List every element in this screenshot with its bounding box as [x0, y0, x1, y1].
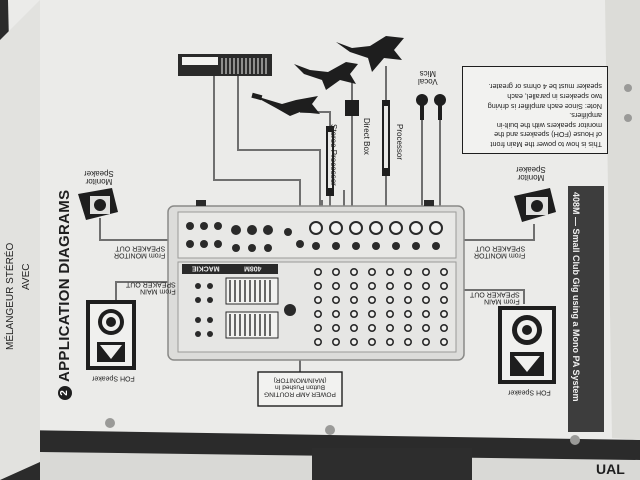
- guitar-graphics: [251, 36, 404, 116]
- label-line: Speaker: [84, 168, 114, 178]
- foh-speaker-left-label: FOH Speaker: [92, 374, 135, 382]
- from-monitor-left-label: From MONITOR SPEAKER OUT: [114, 244, 166, 259]
- mixer-graphic: [167, 200, 465, 361]
- routing-label: POWER AMP ROUTING Button Pushed In (MAIN…: [262, 376, 338, 398]
- label-line: Monitor: [517, 172, 545, 182]
- mixer-brand: MACKIE: [192, 264, 220, 272]
- label-line: From MONITOR: [474, 251, 526, 259]
- label-line: SPEAKER OUT: [115, 244, 166, 252]
- vocal-mics-line1: Vocal: [418, 76, 438, 86]
- routing-box: [257, 371, 343, 407]
- vocal-mics-label: Vocal Mics: [418, 68, 438, 85]
- vocal-mics-line2: Mics: [419, 68, 437, 78]
- vocal-mic-graphics: [416, 94, 446, 120]
- label-line: SPEAKER OUT: [475, 244, 526, 252]
- direct-box-label: Direct Box: [362, 118, 371, 155]
- label-line: SPEAKER OUT: [126, 280, 176, 288]
- label-line: From MAIN: [140, 287, 176, 295]
- from-monitor-right-label: From MONITOR SPEAKER OUT: [474, 244, 526, 259]
- label-line: From MONITOR: [114, 251, 166, 259]
- label-line: From MAIN: [484, 297, 520, 305]
- monitor-speaker-left-label: Monitor Speaker: [84, 168, 114, 185]
- mixer-model: 408M: [244, 264, 262, 272]
- monitor-speaker-right: [514, 188, 556, 222]
- monitor-speaker-right-label: Monitor Speaker: [516, 164, 546, 181]
- foh-speaker-left: [86, 300, 136, 370]
- foh-speaker-right-label: FOH Speaker: [508, 388, 551, 396]
- label-line: (MAIN/MONITOR): [273, 376, 327, 384]
- label-line: Speaker: [516, 164, 546, 174]
- direct-box: [345, 100, 359, 116]
- label-line: POWER AMP ROUTING: [264, 390, 336, 398]
- foh-speaker-right: [498, 306, 556, 384]
- bottom-right-text: UAL: [596, 461, 625, 477]
- stereo-processor-label: Stereo Processor: [329, 124, 338, 186]
- monitor-speaker-left: [78, 188, 118, 220]
- keyboard-graphic: [178, 54, 272, 76]
- label-line: Monitor: [85, 176, 113, 186]
- processor-label: Processor: [395, 124, 404, 161]
- channel-knobs: [313, 267, 448, 346]
- from-main-left-label: From MAIN SPEAKER OUT: [126, 280, 176, 295]
- from-main-right-label: From MAIN SPEAKER OUT: [470, 290, 520, 305]
- label-line: Button Pushed In: [275, 383, 325, 391]
- sidebar-bar: [568, 186, 604, 432]
- label-line: SPEAKER OUT: [470, 290, 520, 298]
